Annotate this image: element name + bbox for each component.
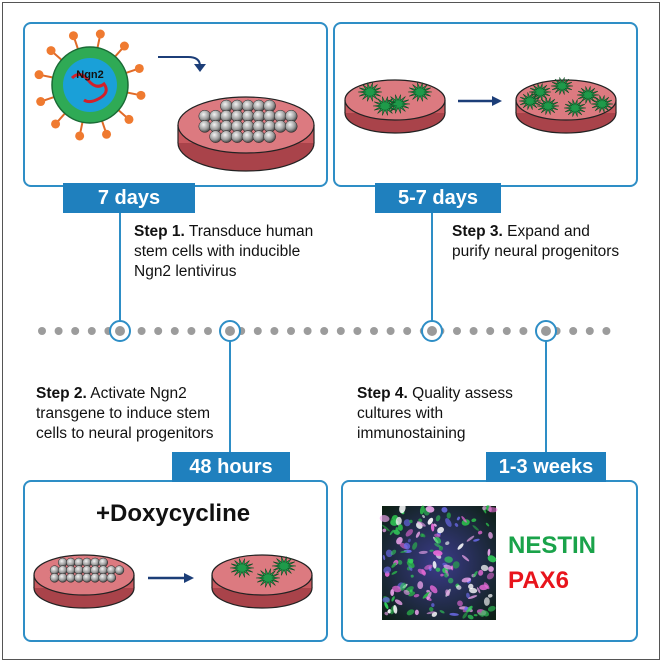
petri-dish-stem-cells-small [33, 554, 135, 609]
step1-text: Transduce human stem cells with inducibl… [134, 223, 314, 280]
petri-dish-stem-cells [177, 96, 315, 172]
duration-tag-step4: 1-3 weeks [486, 452, 606, 482]
step4-title: Step 4. [357, 385, 408, 402]
induce-arrow-icon [148, 573, 194, 583]
step3-text: Expand and purify neural progenitors [452, 223, 620, 260]
duration-tag-step1: 7 days [63, 183, 195, 213]
step4-text: Quality assess cultures with immunostain… [357, 385, 513, 442]
petri-dish-induced-progenitors [211, 554, 313, 609]
step2-description: Step 2. Activate Ngn2 transgene to induc… [36, 384, 236, 444]
step2-title: Step 2. [36, 385, 87, 402]
petri-dish-progenitors-after [515, 77, 617, 134]
step1-title: Step 1. [134, 223, 185, 240]
expand-arrow-icon [458, 96, 502, 106]
step1-description: Step 1. Transduce human stem cells with … [134, 222, 314, 282]
transduce-arrow-icon [158, 56, 206, 72]
step3-title: Step 3. [452, 223, 503, 240]
petri-dish-progenitors-before [344, 79, 446, 134]
step3-description: Step 3. Expand and purify neural progeni… [452, 222, 632, 262]
virus-label: Ngn2 [76, 69, 104, 81]
step4-description: Step 4. Quality assess cultures with imm… [357, 384, 547, 444]
duration-tag-step3: 5-7 days [375, 183, 501, 213]
marker-label-nestin: NESTIN [508, 532, 597, 559]
timeline-marker-step3 [421, 320, 443, 342]
duration-tag-step2: 48 hours [172, 452, 290, 482]
immunostaining-micrograph [379, 503, 498, 620]
doxycycline-label: +Doxycycline [96, 500, 251, 527]
timeline-marker-step4 [535, 320, 557, 342]
timeline-marker-step2 [219, 320, 241, 342]
lentivirus-icon: Ngn2 [34, 29, 146, 141]
timeline-marker-step1 [109, 320, 131, 342]
step2-text: Activate Ngn2 transgene to induce stem c… [36, 385, 214, 442]
marker-label-pax6: PAX6 [508, 567, 569, 594]
